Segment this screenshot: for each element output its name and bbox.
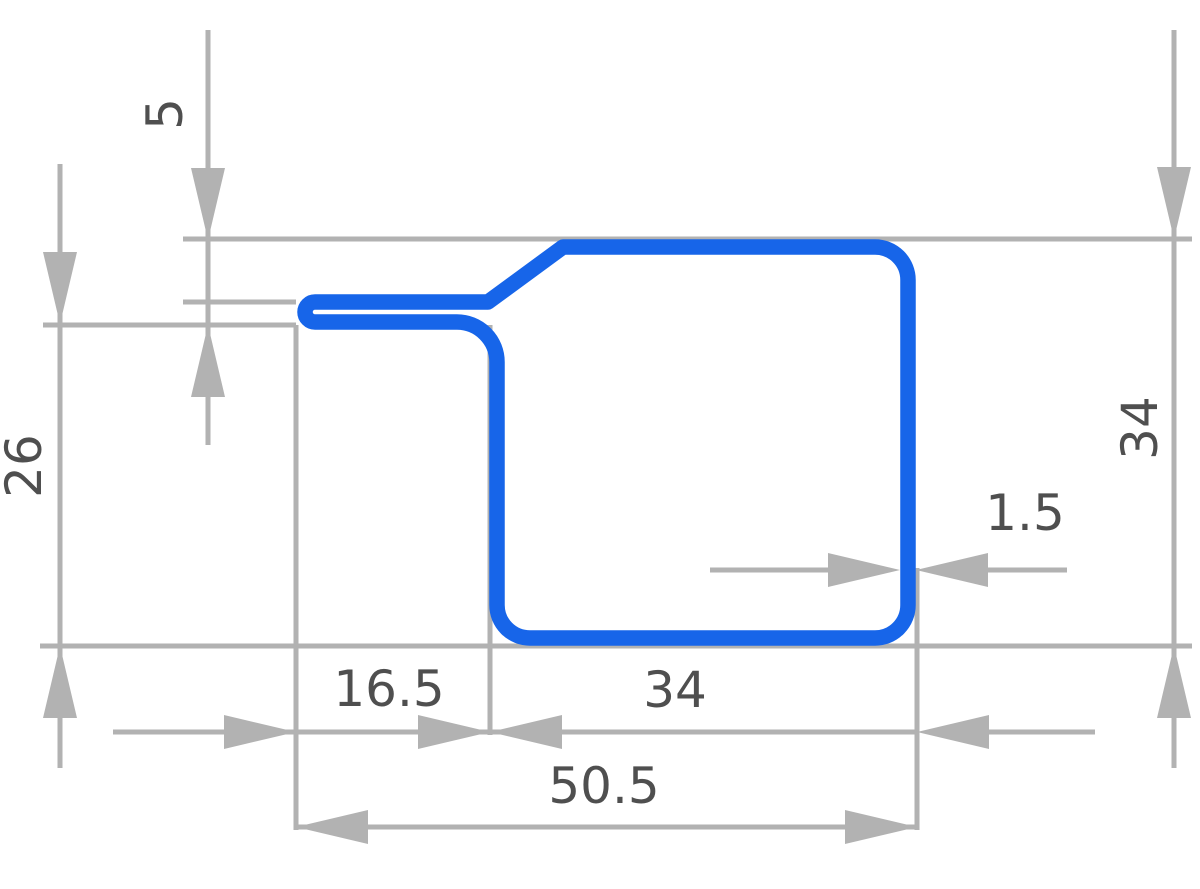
arrow-row2-left	[296, 810, 368, 844]
dim-label-165: 16.5	[333, 660, 444, 718]
arrow-5-up	[191, 325, 225, 397]
dim-label-26: 26	[0, 434, 53, 498]
arrow-wall-left	[828, 553, 900, 587]
arrow-row2-right	[845, 810, 917, 844]
profile-outline	[297, 239, 916, 646]
dim-label-5: 5	[136, 98, 194, 130]
dimension-arrows	[43, 167, 1191, 844]
arrow-5-down	[191, 168, 225, 240]
arrow-row1-165-right	[418, 715, 490, 749]
arrow-row1-outside-left	[224, 715, 296, 749]
extension-lines	[40, 30, 1192, 830]
dim-label-505: 50.5	[548, 757, 659, 815]
dimension-labels: 5 26 34 1.5 16.5 34 50.5	[0, 98, 1169, 815]
dim-label-34-bottom: 34	[643, 661, 707, 719]
arrow-26-down	[43, 252, 77, 324]
arrow-row1-outside-right	[917, 715, 989, 749]
dim-label-34-right: 34	[1111, 396, 1169, 460]
arrow-wall-right	[916, 553, 988, 587]
arrow-34r-down	[1157, 167, 1191, 239]
arrow-34r-up	[1157, 646, 1191, 718]
arrow-row1-34-left	[490, 715, 562, 749]
dim-label-wall: 1.5	[985, 484, 1065, 542]
arrow-26-up	[43, 646, 77, 718]
